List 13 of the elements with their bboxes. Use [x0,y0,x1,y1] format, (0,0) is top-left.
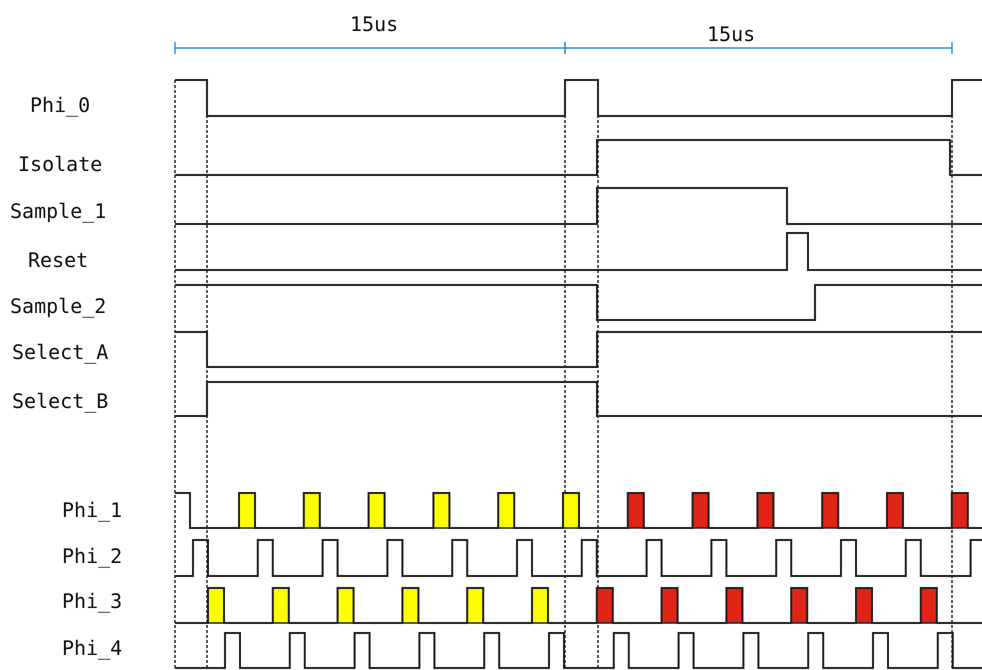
signal-name: Phi_1 [62,498,122,522]
signal-name: Select_B [12,389,108,413]
signal-name: Sample_1 [10,199,106,223]
signal-name: Reset [28,248,88,272]
signal-name: Phi_2 [62,544,122,568]
signal-name: Select_A [12,340,108,364]
dimension-label: 15us [707,22,756,46]
signal-name: Phi_0 [30,93,90,117]
signal-name: Isolate [18,152,102,176]
signal-name: Sample_2 [10,294,106,318]
signal-name: Phi_4 [62,636,122,660]
signal-name: Phi_3 [62,589,122,613]
dimension-label: 15us [350,12,398,36]
